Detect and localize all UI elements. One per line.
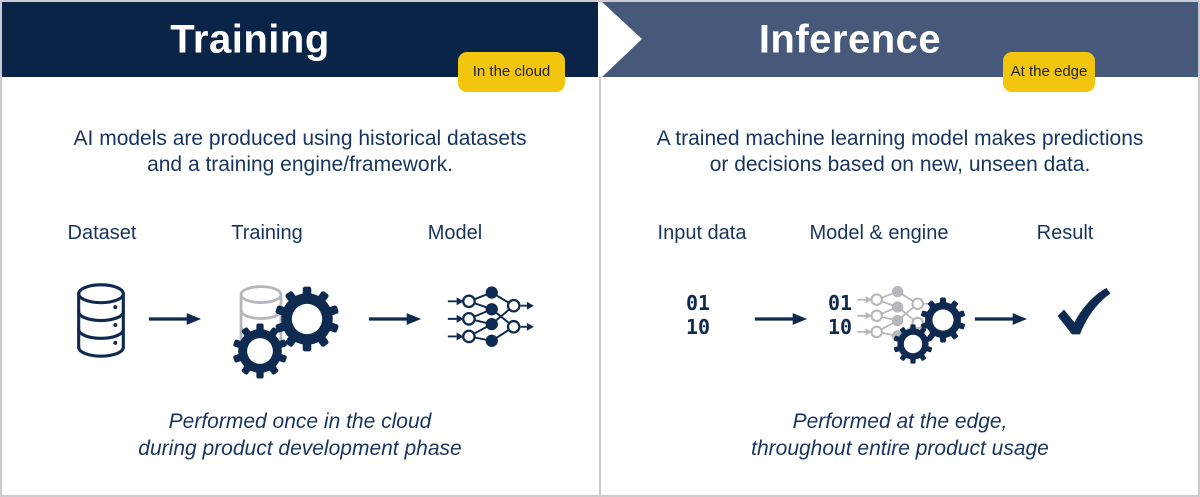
training-description: AI models are produced using historical … <box>22 126 578 178</box>
flow-arrow-icon <box>974 311 1028 327</box>
training-title: Training <box>170 17 330 61</box>
step-label-model-engine: Model & engine <box>809 222 949 244</box>
step-label-result: Result <box>1036 222 1094 244</box>
inference-description-line2: or decisions based on new, unseen data. <box>709 153 1091 176</box>
gear-small-icon <box>232 323 288 379</box>
inference-footer-note: Performed at the edge, throughout entire… <box>622 408 1178 462</box>
inference-description: A trained machine learning model makes p… <box>622 126 1178 178</box>
inference-header-bar: Inference <box>602 2 1198 77</box>
inference-footer-line1: Performed at the edge, <box>792 410 1008 433</box>
step-label-input-data: Input data <box>657 222 747 244</box>
checkmark-icon <box>1056 286 1112 338</box>
inference-title: Inference <box>758 17 942 61</box>
panel-divider <box>599 77 601 495</box>
flow-arrow-icon <box>368 311 422 327</box>
flow-arrow-icon <box>148 311 202 327</box>
training-description-line1: AI models are produced using historical … <box>73 127 527 150</box>
edge-badge: At the edge <box>1003 52 1095 92</box>
gear-small-icon <box>893 324 933 364</box>
step-label-dataset: Dataset <box>67 222 137 244</box>
training-footer-line2: during product development phase <box>138 437 462 460</box>
step-label-training: Training <box>231 222 303 244</box>
training-footer-line1: Performed once in the cloud <box>168 410 432 433</box>
header-flow-arrow-icon <box>602 2 642 77</box>
binary-data-icon: 01 10 <box>827 291 853 339</box>
neural-network-icon <box>442 282 538 354</box>
step-label-model: Model <box>427 222 483 244</box>
training-footer-note: Performed once in the cloud during produ… <box>22 408 578 462</box>
database-icon <box>74 283 128 358</box>
flow-arrow-icon <box>754 311 808 327</box>
cloud-badge: In the cloud <box>458 52 565 92</box>
inference-footer-line2: throughout entire product usage <box>751 437 1049 460</box>
training-description-line2: and a training engine/framework. <box>147 153 453 176</box>
inference-description-line1: A trained machine learning model makes p… <box>656 127 1144 150</box>
training-header-bar: Training <box>2 2 598 77</box>
binary-input-icon: 01 10 <box>685 291 711 339</box>
